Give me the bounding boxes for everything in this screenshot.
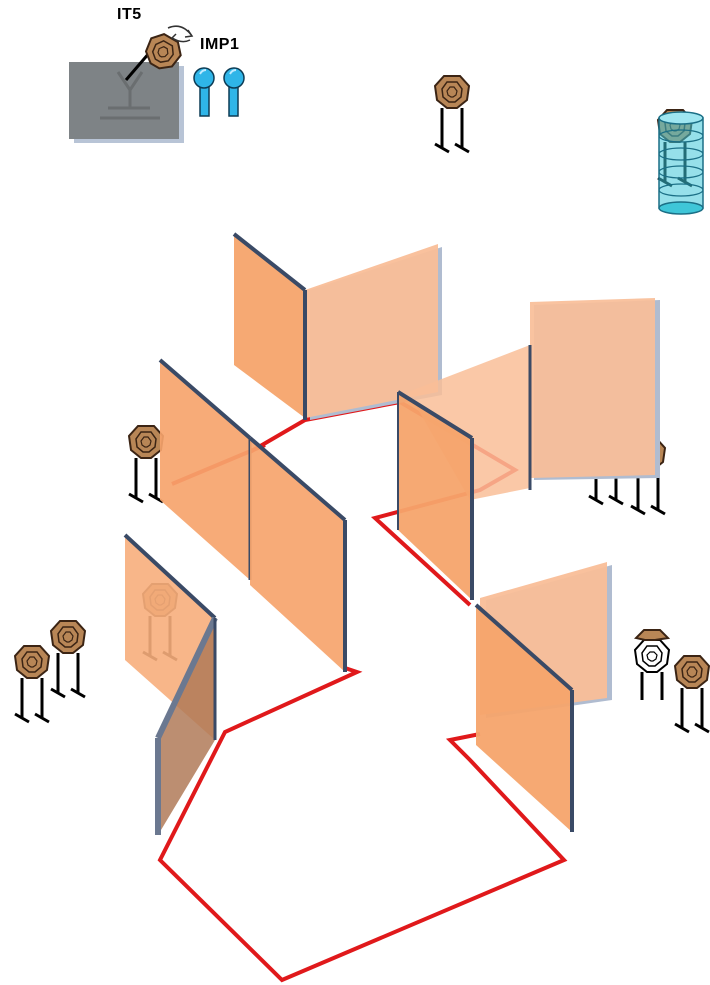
- rotation-arrows-icon: [167, 25, 194, 43]
- paper-target-icon: [634, 629, 671, 641]
- popper-icon: [223, 67, 245, 117]
- paper-target-icon: [433, 74, 471, 154]
- paper-target-icon: [13, 644, 51, 724]
- swinger-target-icon: [656, 108, 704, 215]
- paper-target-icon: [127, 424, 165, 504]
- paper-target-icon: [673, 654, 710, 734]
- start-position-icon: [69, 62, 184, 143]
- paper-target-icon: [49, 619, 87, 699]
- popper-icon: [193, 67, 215, 117]
- swinger-target-icon: [124, 33, 182, 81]
- no-shoot-target-icon: [633, 639, 671, 700]
- label-it5: IT5: [117, 6, 142, 23]
- label-imp1: IMP1: [200, 36, 240, 53]
- walls: [123, 232, 660, 835]
